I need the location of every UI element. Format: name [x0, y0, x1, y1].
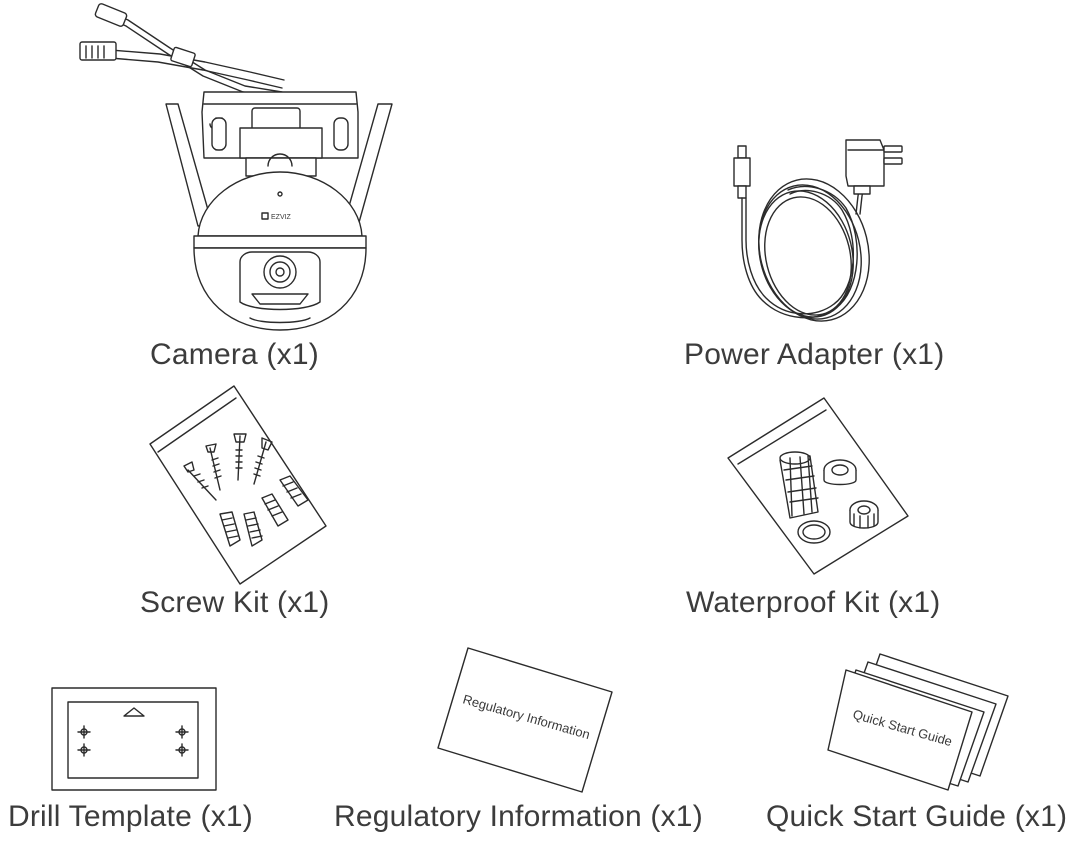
waterproof-kit-label: Waterproof Kit (x1)	[686, 586, 941, 619]
regulatory-information-label: Regulatory Information (x1)	[334, 800, 703, 833]
power-adapter-label: Power Adapter (x1)	[684, 338, 945, 371]
camera-label: Camera (x1)	[150, 338, 319, 371]
quick-start-guide-label: Quick Start Guide (x1)	[766, 800, 1068, 833]
screw-kit-label: Screw Kit (x1)	[140, 586, 330, 619]
drill-template-label: Drill Template (x1)	[8, 800, 253, 833]
camera-logo-text: EZVIZ	[271, 214, 292, 221]
